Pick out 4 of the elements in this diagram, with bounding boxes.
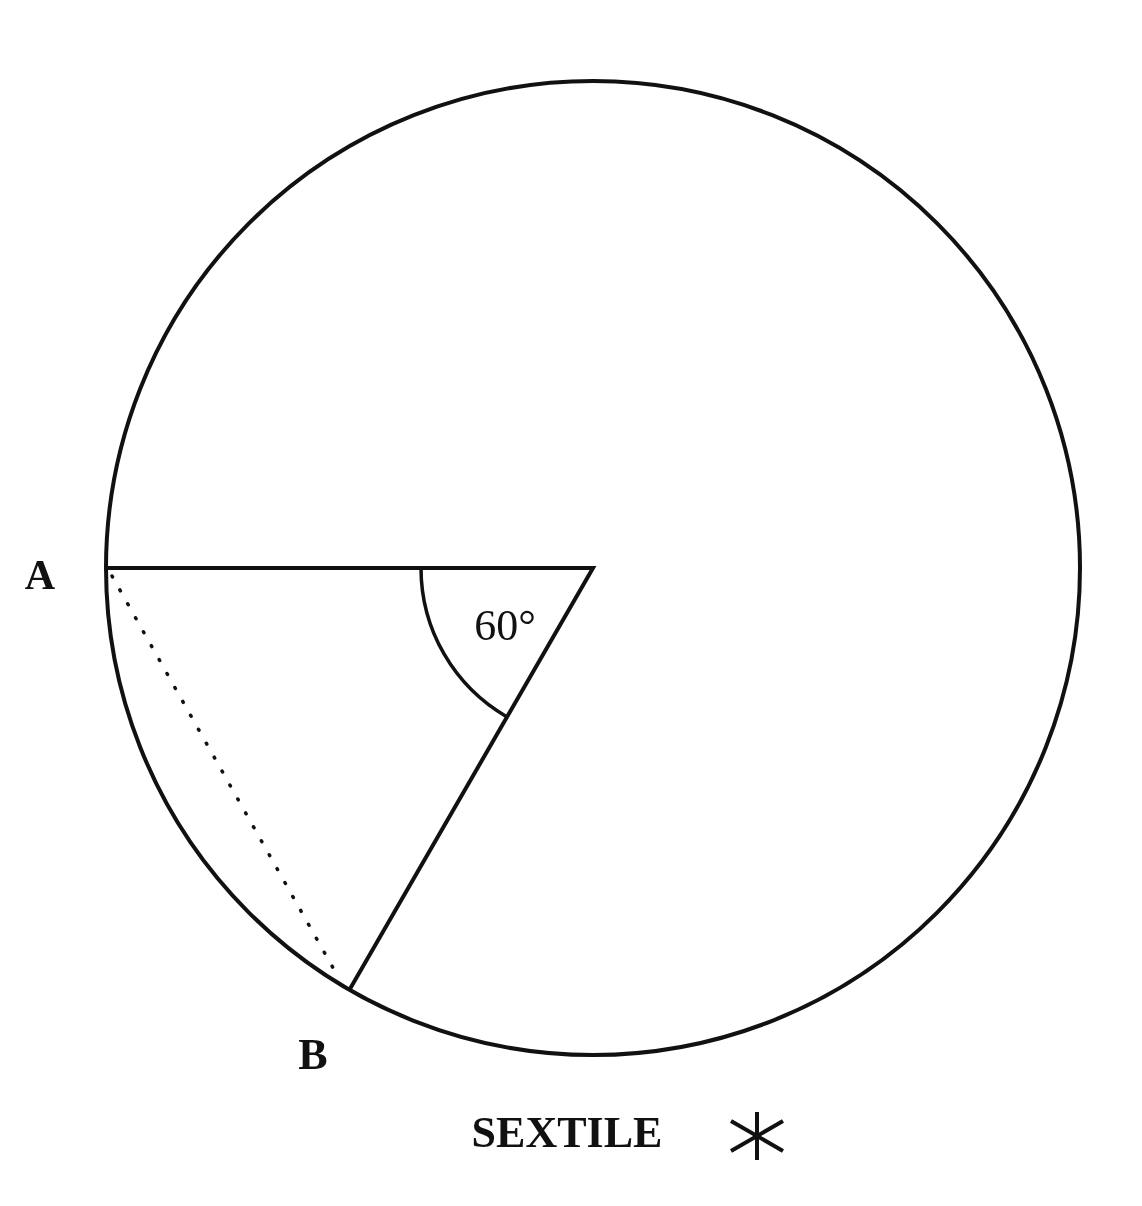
angle-label: 60° xyxy=(474,604,536,648)
caption: SEXTILE xyxy=(471,1111,663,1155)
point-label: B xyxy=(298,1033,328,1077)
point-label: A xyxy=(24,554,56,596)
